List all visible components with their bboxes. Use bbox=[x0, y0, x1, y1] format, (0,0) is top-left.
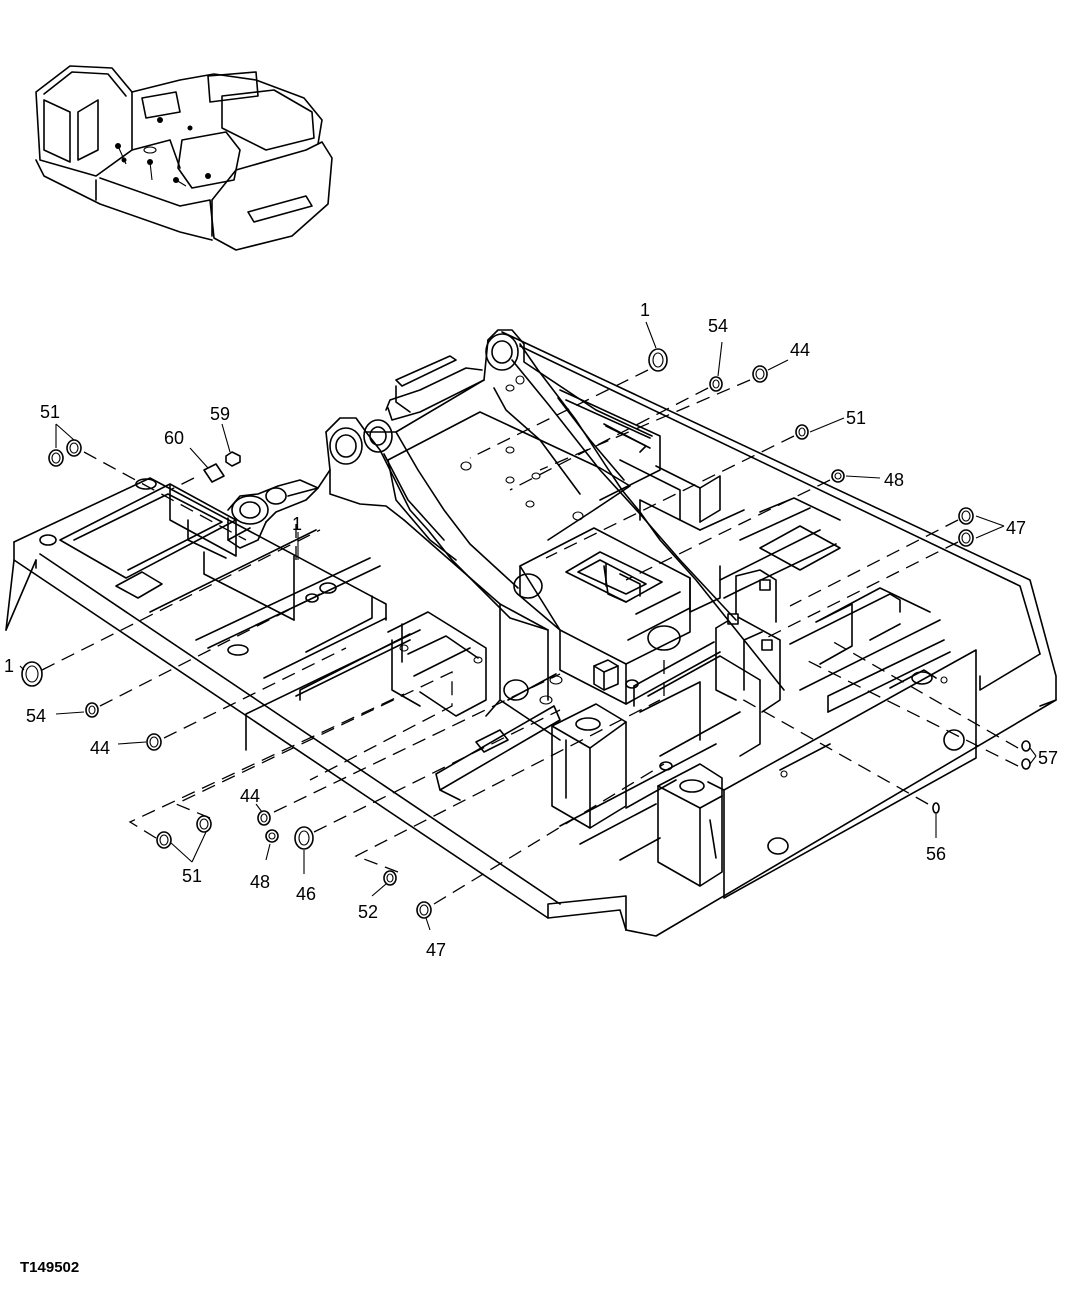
plug-54-top bbox=[709, 376, 723, 392]
plug-57-pair bbox=[1021, 740, 1031, 770]
callout-46: 46 bbox=[296, 884, 316, 904]
plug-44-left bbox=[146, 733, 162, 751]
leader-lines bbox=[19, 321, 1037, 931]
plug-1-top bbox=[648, 348, 668, 372]
plug-48-right bbox=[831, 469, 845, 483]
figure-id: T149502 bbox=[20, 1259, 79, 1276]
callout-51-bottom: 51 bbox=[182, 866, 202, 886]
callout-1-left: 1 bbox=[4, 656, 14, 676]
callout-48-right: 48 bbox=[884, 470, 904, 490]
excavator-thumbnail bbox=[35, 65, 333, 251]
plug-56 bbox=[932, 802, 940, 814]
callout-51-top-left: 51 bbox=[40, 402, 60, 422]
callout-56: 56 bbox=[926, 844, 946, 864]
plug-51-bottom-pair bbox=[156, 815, 212, 849]
callout-47-right: 47 bbox=[1006, 518, 1026, 538]
plug-54-left bbox=[85, 702, 99, 718]
callout-60: 60 bbox=[164, 428, 184, 448]
callout-44-left: 44 bbox=[90, 738, 110, 758]
callout-48-low: 48 bbox=[250, 872, 270, 892]
plug-47-bottom bbox=[416, 901, 432, 919]
callout-47-bottom: 47 bbox=[426, 940, 446, 960]
plug-1-left bbox=[21, 661, 43, 687]
plug-48-low bbox=[265, 829, 279, 843]
alignment-lines bbox=[41, 369, 1019, 905]
callout-59: 59 bbox=[210, 404, 230, 424]
callout-1-top: 1 bbox=[640, 300, 650, 320]
callout-1-mid: 1 bbox=[292, 514, 302, 534]
callout-52: 52 bbox=[358, 902, 378, 922]
plug-46 bbox=[294, 826, 314, 850]
callout-44-low: 44 bbox=[240, 786, 260, 806]
callout-57: 57 bbox=[1038, 748, 1058, 768]
plate-60 bbox=[203, 463, 225, 483]
hardware-parts bbox=[21, 348, 1031, 919]
callout-54-top: 54 bbox=[708, 316, 728, 336]
main-frame bbox=[5, 331, 1057, 937]
callout-44-top: 44 bbox=[790, 340, 810, 360]
callout-labels: 1 54 44 51 48 47 51 59 60 1 1 54 44 44 5… bbox=[4, 300, 1058, 960]
plug-44-low bbox=[257, 810, 271, 826]
bolt-59 bbox=[225, 451, 241, 467]
plug-47-right-pair bbox=[958, 507, 974, 547]
callout-54-left: 54 bbox=[26, 706, 46, 726]
boom-mount bbox=[227, 329, 785, 741]
plug-44-top bbox=[752, 365, 768, 383]
plug-51-top-left-pair bbox=[48, 439, 82, 467]
plug-51-right bbox=[795, 424, 809, 440]
callout-51-right: 51 bbox=[846, 408, 866, 428]
plug-52 bbox=[383, 870, 397, 886]
